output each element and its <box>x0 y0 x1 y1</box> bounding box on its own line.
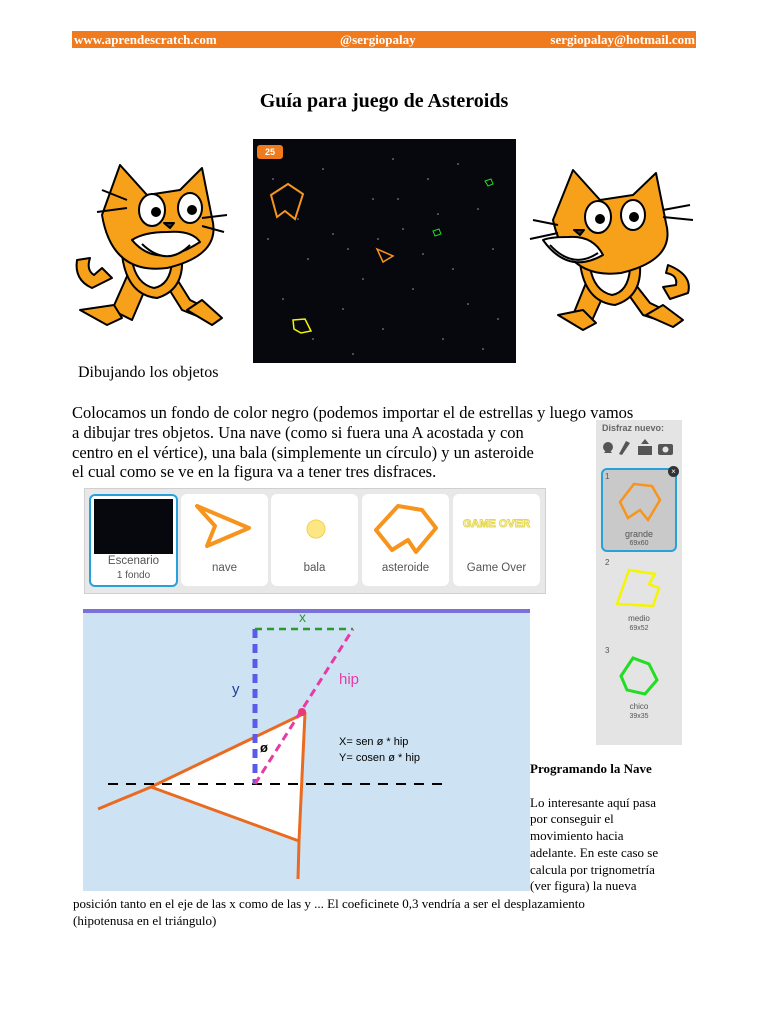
sprite-tile-game-over[interactable]: GAME OVER Game Over <box>453 494 540 586</box>
email-link[interactable]: sergiopalay@hotmail.com <box>550 32 695 47</box>
costume-thumb-3 <box>619 656 659 696</box>
sprite-label-asteroide: asteroide <box>381 562 430 574</box>
label-angle: ø <box>260 740 268 755</box>
bullet-thumbnail <box>306 519 326 539</box>
intro-line-4: el cual como se ve en la figura va a ten… <box>72 462 437 481</box>
costume-panel: Disfraz nuevo: 1 × grande 69x60 2 medio … <box>596 420 682 745</box>
asteroid-medium-sprite <box>292 318 313 334</box>
scratch-cat-left-image <box>75 164 228 326</box>
side-line-2: por conseguir el <box>530 811 614 826</box>
sprite-label-nave: nave <box>212 562 237 574</box>
costume-number-2: 2 <box>605 558 610 567</box>
stage-thumbnail <box>94 499 173 554</box>
handle-link[interactable]: @sergiopalay <box>340 32 416 47</box>
import-icon[interactable] <box>638 439 652 455</box>
costume-item-2[interactable]: 2 medio 69x52 <box>601 556 677 638</box>
costume-thumb-1 <box>618 482 662 523</box>
diagram-drawing <box>83 609 530 880</box>
costume-tools <box>603 439 673 455</box>
sprite-label-game-over: Game Over <box>466 562 527 574</box>
game-stage-screenshot: 25 <box>253 139 516 363</box>
section-heading-drawing: Dibujando los objetos <box>78 364 219 381</box>
label-hip: hip <box>339 671 360 688</box>
costume-number-1: 1 <box>605 472 610 481</box>
stage-sublabel: 1 fondo <box>116 570 151 581</box>
header-bar: www.aprendescratch.com @sergiopalay serg… <box>72 31 696 48</box>
bottom-line-1: posición tanto en el eje de las x como d… <box>73 896 585 911</box>
ship-sprite <box>375 247 395 264</box>
sprite-label-bala: bala <box>303 562 326 574</box>
close-icon[interactable]: × <box>668 466 679 477</box>
costume-name-2: medio <box>628 614 650 623</box>
formula-x: X= sen ø * hip <box>339 736 409 748</box>
asteroid-small-sprite-2 <box>432 228 442 237</box>
side-line-3: movimiento hacia <box>530 828 624 843</box>
label-x: x <box>299 609 306 625</box>
costume-size-1: 69x60 <box>629 540 649 547</box>
costume-size-2: 69x52 <box>629 625 649 632</box>
costume-size-3: 39x35 <box>629 713 649 720</box>
camera-icon[interactable] <box>658 444 673 455</box>
costume-thumb-2 <box>615 568 661 608</box>
score-counter: 25 <box>257 145 283 159</box>
label-y: y <box>232 681 240 698</box>
costume-name-3: chico <box>629 702 649 711</box>
bottom-line-2: (hipotenusa en el triángulo) <box>73 913 217 928</box>
costume-item-1[interactable]: 1 × grande 69x60 <box>601 466 679 552</box>
asteroid-large-sprite <box>269 182 305 221</box>
sprite-tile-bala[interactable]: bala <box>271 494 358 586</box>
asteroid-small-sprite-1 <box>484 178 494 187</box>
website-link[interactable]: www.aprendescratch.com <box>74 32 217 47</box>
brush-icon[interactable] <box>619 441 630 455</box>
sprite-tile-nave[interactable]: nave <box>181 494 268 586</box>
trigonometry-diagram: x y hip ø X= sen ø * hip Y= cosen ø * hi… <box>83 609 530 891</box>
intro-line-2: a dibujar tres objetos. Una nave (como s… <box>72 423 524 442</box>
intro-line-3: centro en el vértice), una bala (simplem… <box>72 443 534 462</box>
sprite-tile-asteroide[interactable]: asteroide <box>362 494 449 586</box>
formula-y: Y= cosen ø * hip <box>339 752 421 764</box>
side-line-5: calcula por trignometría <box>530 862 655 877</box>
paint-icon[interactable] <box>603 442 613 453</box>
sprite-tile-stage[interactable]: Escenario 1 fondo <box>89 494 178 587</box>
asteroid-thumbnail <box>374 504 438 554</box>
ship-thumbnail <box>195 504 251 548</box>
game-over-thumbnail: GAME OVER <box>462 518 531 531</box>
side-line-1: Lo interesante aquí pasa <box>530 795 656 810</box>
costume-panel-heading: Disfraz nuevo: <box>602 423 665 433</box>
page-title: Guía para juego de Asteroids <box>259 90 509 112</box>
side-line-6: (ver figura) la nueva <box>530 878 637 893</box>
costume-name-1: grande <box>624 529 654 539</box>
stage-label: Escenario <box>107 555 160 567</box>
side-line-4: adelante. En este caso se <box>530 845 659 860</box>
scratch-cat-right-image <box>529 169 694 331</box>
intro-line-1: Colocamos un fondo de color negro (podem… <box>72 403 634 422</box>
section-heading-programming: Programando la Nave <box>530 761 652 776</box>
costume-item-3[interactable]: 3 chico 39x35 <box>601 644 677 726</box>
sprite-list: Escenario 1 fondo nave bala asteroide GA… <box>84 488 546 594</box>
costume-number-3: 3 <box>605 646 610 655</box>
starfield <box>267 158 499 355</box>
